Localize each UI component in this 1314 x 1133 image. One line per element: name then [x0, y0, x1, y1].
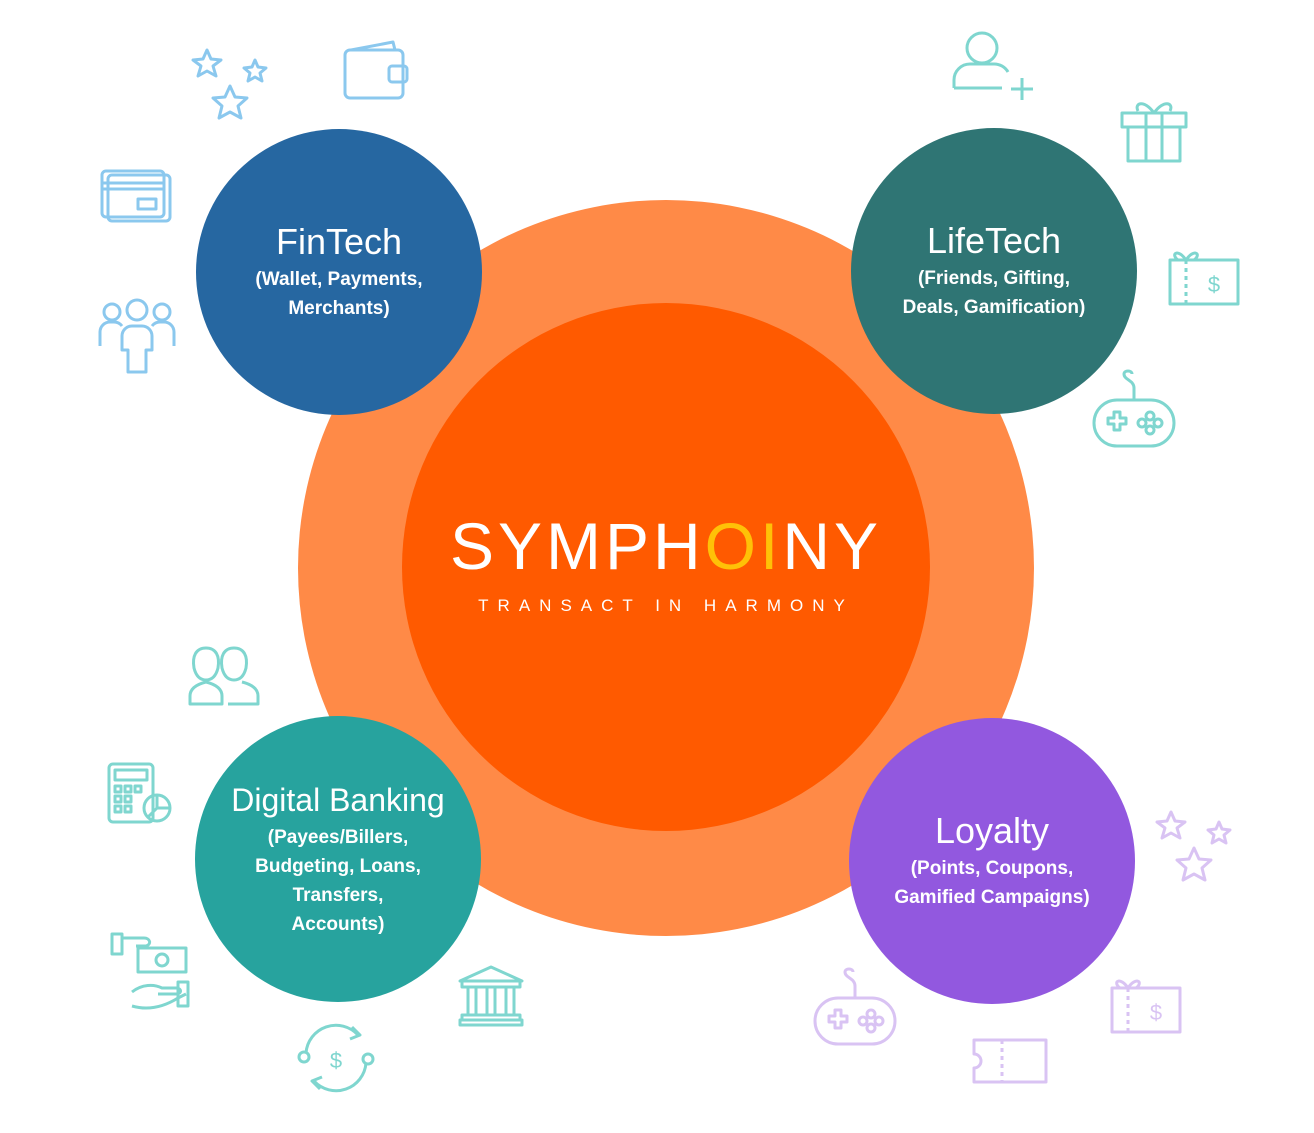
symphony-logo: SYMPHOINY TRANSACT IN HARMONY	[402, 510, 930, 616]
credit-card-icon	[100, 169, 174, 229]
currency-exchange-icon: $	[297, 1023, 375, 1093]
logo-wordmark-pre: SYMPH	[449, 509, 705, 583]
gamepad-icon	[813, 966, 897, 1048]
cash-payment-icon	[110, 932, 190, 1010]
logo-wordmark-highlight: OI	[704, 509, 783, 583]
calculator-icon	[107, 762, 173, 826]
svg-text:$: $	[1208, 272, 1220, 297]
wallet-icon	[343, 40, 411, 102]
gift-voucher-icon: $	[1110, 974, 1182, 1034]
lifetech-circle: LifeTech (Friends, Gifting, Deals, Gamif…	[851, 128, 1137, 414]
gift-icon	[1120, 97, 1188, 163]
loyalty-subtitle: (Points, Coupons, Gamified Campaigns)	[894, 858, 1090, 908]
svg-text:$: $	[330, 1048, 342, 1073]
loyalty-title: Loyalty	[934, 810, 1050, 851]
digital-banking-title: Digital Banking	[231, 782, 445, 818]
group-icon	[96, 298, 178, 376]
ticket-icon	[972, 1036, 1050, 1086]
stars-icon	[190, 46, 270, 132]
digital-banking-circle: Digital Banking (Payees/Billers, Budgeti…	[195, 716, 481, 1002]
svg-text:$: $	[1150, 1000, 1162, 1025]
bank-icon	[458, 965, 524, 1027]
lifetech-title: LifeTech	[926, 220, 1062, 261]
logo-wordmark-post: NY	[782, 509, 883, 583]
stars-icon	[1154, 808, 1234, 894]
gift-voucher-icon: $	[1168, 246, 1240, 306]
fintech-circle: FinTech (Wallet, Payments, Merchants)	[196, 129, 482, 415]
logo-tagline: TRANSACT IN HARMONY	[478, 596, 854, 615]
digital-banking-subtitle: (Payees/Billers, Budgeting, Loans, Trans…	[255, 827, 421, 935]
lifetech-subtitle: (Friends, Gifting, Deals, Gamification)	[902, 268, 1086, 318]
inner-disc	[402, 303, 930, 831]
fintech-subtitle: (Wallet, Payments, Merchants)	[255, 269, 423, 319]
users-icon	[188, 644, 260, 708]
fintech-title: FinTech	[275, 221, 403, 262]
gamepad-icon	[1092, 368, 1176, 450]
add-user-icon	[950, 30, 1036, 104]
logo-wordmark: SYMPHOINY	[402, 510, 930, 582]
loyalty-circle: Loyalty (Points, Coupons, Gamified Campa…	[849, 718, 1135, 1004]
